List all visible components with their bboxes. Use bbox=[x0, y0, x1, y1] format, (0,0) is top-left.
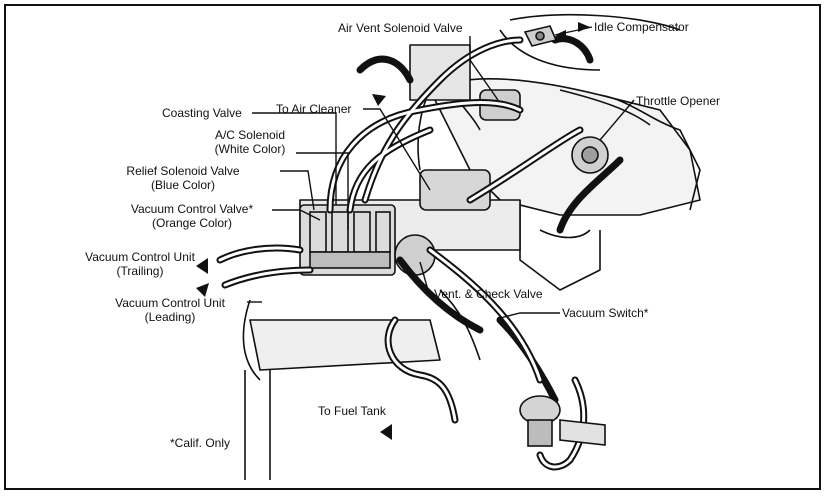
label-vacuum-control-valve-line2: (Orange Color) bbox=[151, 216, 233, 230]
label-vacuum-switch: Vacuum Switch* bbox=[562, 306, 649, 320]
label-vacuum-control-valve-line1: Vacuum Control Valve* bbox=[130, 202, 254, 216]
label-vacuum-control-unit-trailing: Vacuum Control Unit (Trailing) bbox=[76, 250, 204, 278]
label-calif-only-footnote: *Calif. Only bbox=[170, 436, 231, 450]
label-air-vent-solenoid-valve: Air Vent Solenoid Valve bbox=[338, 21, 463, 35]
label-to-air-cleaner: To Air Cleaner bbox=[276, 102, 352, 116]
vacuum-hoses-inner-drawing bbox=[218, 38, 586, 469]
label-coasting-valve: Coasting Valve bbox=[162, 106, 242, 120]
idle-compensator-drawing bbox=[523, 25, 558, 47]
arrowheads bbox=[196, 22, 590, 440]
label-relief-solenoid-valve-line2: (Blue Color) bbox=[150, 178, 216, 192]
label-vacuum-control-valve: Vacuum Control Valve* (Orange Color) bbox=[112, 202, 272, 230]
label-relief-solenoid-valve: Relief Solenoid Valve (Blue Color) bbox=[86, 164, 280, 192]
label-vacuum-control-unit-leading: Vacuum Control Unit (Leading) bbox=[104, 296, 236, 324]
label-vacuum-control-unit-leading-line1: Vacuum Control Unit bbox=[115, 296, 225, 310]
label-to-fuel-tank: To Fuel Tank bbox=[318, 404, 386, 418]
label-relief-solenoid-valve-line1: Relief Solenoid Valve bbox=[126, 164, 240, 178]
label-idle-compensator: Idle Compensator bbox=[594, 20, 689, 34]
solenoid-block-drawing bbox=[299, 89, 609, 276]
label-vacuum-control-unit-trailing-line1: Vacuum Control Unit bbox=[85, 250, 195, 264]
label-vent-check-valve: Vent. & Check Valve bbox=[434, 287, 543, 301]
label-vacuum-control-unit-leading-line2: (Leading) bbox=[144, 310, 196, 324]
figure-border bbox=[4, 4, 821, 490]
label-vacuum-control-unit-trailing-line2: (Trailing) bbox=[116, 264, 164, 278]
label-ac-solenoid-line2: (White Color) bbox=[214, 142, 286, 156]
label-ac-solenoid-line1: A/C Solenoid bbox=[214, 128, 286, 142]
label-throttle-opener: Throttle Opener bbox=[636, 94, 721, 108]
vacuum-switch-drawing bbox=[519, 395, 606, 447]
label-ac-solenoid: A/C Solenoid (White Color) bbox=[204, 128, 296, 156]
